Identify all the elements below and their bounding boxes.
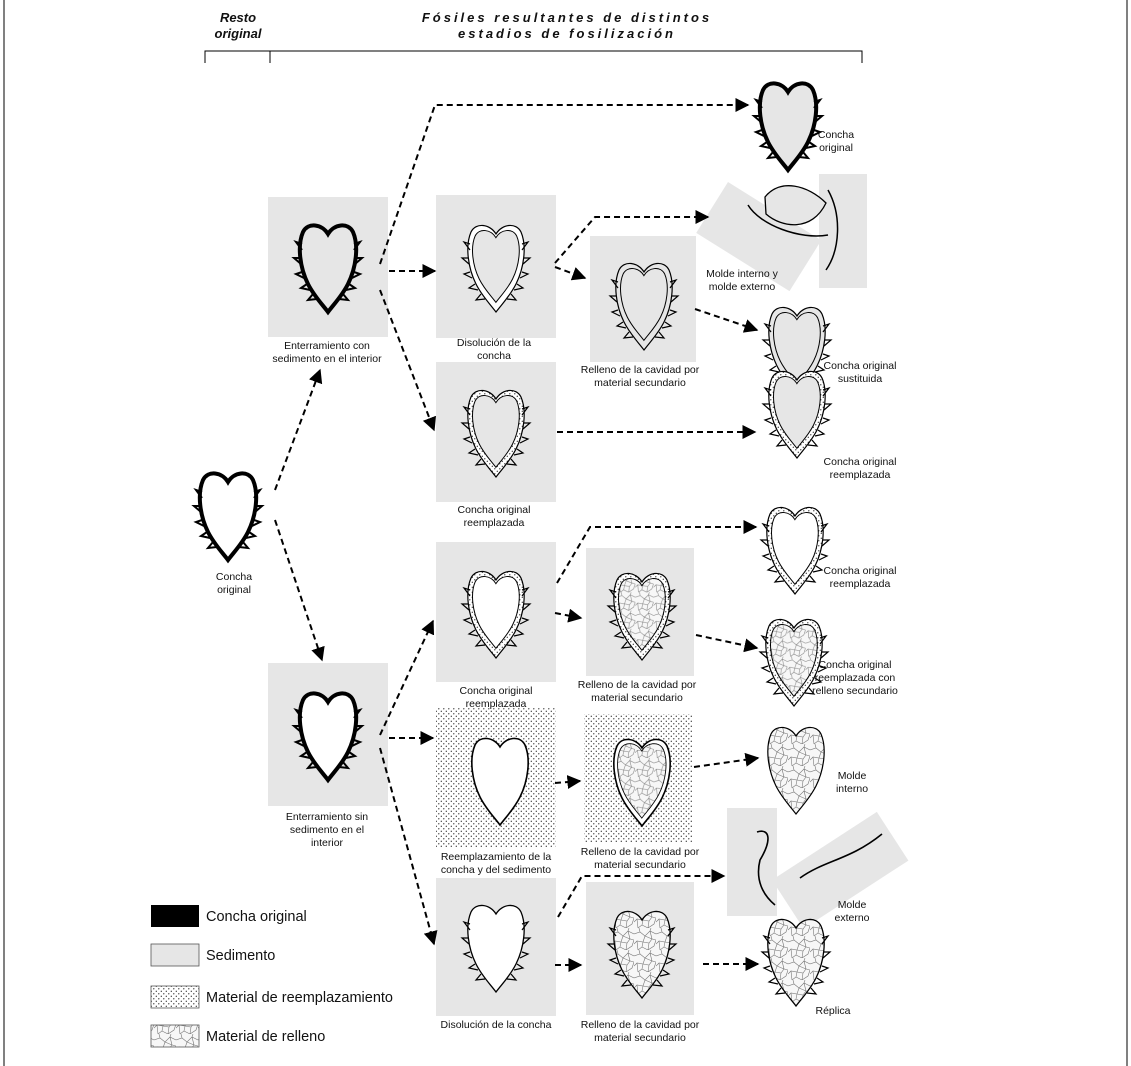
sediment-block-mold-right bbox=[819, 174, 867, 288]
caption-burial-without-2: sedimento en el bbox=[290, 824, 364, 836]
caption-replacement-2: concha y del sedimento bbox=[441, 864, 551, 876]
caption-dissolution-upper-1: Disolución de la bbox=[457, 337, 531, 349]
shell-result-internal-mold bbox=[768, 727, 824, 814]
result-replaced-fill-2: reemplazada con bbox=[815, 672, 896, 684]
caption-fill-lower-3b: material secundario bbox=[594, 1032, 686, 1044]
result-replaced-2a: Concha original bbox=[824, 565, 897, 577]
shell-start bbox=[194, 473, 262, 560]
arrow-to-fill-upper bbox=[555, 267, 585, 278]
caption-burial-with-2: sedimento en el interior bbox=[272, 353, 382, 365]
arrow-to-dissolution-lower bbox=[380, 748, 434, 944]
header-stages-line1: Fósiles resultantes de distintos bbox=[422, 10, 712, 25]
legend-swatch-shell bbox=[151, 905, 199, 927]
caption-burial-with-1: Enterramiento con bbox=[284, 340, 370, 352]
caption-replaced-upper-2: reemplazada bbox=[464, 517, 525, 529]
caption-replaced-lower-2: reemplazada bbox=[466, 698, 527, 710]
caption-fill-lower-1b: material secundario bbox=[591, 692, 683, 704]
header-original-line1: Resto bbox=[220, 10, 256, 25]
arrow-to-fill-lower-1 bbox=[555, 613, 581, 618]
arrow-to-substituted bbox=[695, 309, 757, 330]
legend: Concha original Sedimento Material de re… bbox=[151, 905, 393, 1047]
caption-burial-without-1: Enterramiento sin bbox=[286, 811, 368, 823]
result-internal-mold-1: Molde bbox=[838, 770, 867, 782]
header-bracket bbox=[205, 51, 862, 63]
result-mold-2: molde externo bbox=[709, 281, 776, 293]
arrow-start-to-burial-without bbox=[275, 520, 322, 660]
shell-result-replaced-2 bbox=[761, 507, 829, 594]
arrow-start-to-burial-with bbox=[275, 370, 320, 490]
result-replaced-fill-1: Concha original bbox=[819, 659, 892, 671]
legend-label-replacement: Material de reemplazamiento bbox=[206, 990, 393, 1006]
caption-start-shell-1: Concha bbox=[216, 571, 252, 583]
caption-replaced-lower-1: Concha original bbox=[460, 685, 533, 697]
caption-dissolution-lower: Disolución de la concha bbox=[441, 1019, 552, 1031]
caption-fill-lower-2a: Relleno de la cavidad por bbox=[581, 846, 700, 858]
caption-replaced-upper-1: Concha original bbox=[458, 504, 531, 516]
legend-label-shell: Concha original bbox=[206, 909, 307, 925]
arrow-to-fill-lower-2 bbox=[555, 781, 580, 783]
result-replaced-2b: reemplazada bbox=[830, 578, 891, 590]
caption-fill-lower-2b: material secundario bbox=[594, 859, 686, 871]
arrow-to-replaced-upper bbox=[380, 290, 434, 430]
result-replaced-1b: reemplazada bbox=[830, 469, 891, 481]
header-stages-line2: estadios de fosilización bbox=[458, 26, 676, 41]
arrow-to-replaced-with-fill bbox=[696, 635, 757, 648]
caption-fill-upper-1: Relleno de la cavidad por bbox=[581, 364, 700, 376]
legend-label-fill: Material de relleno bbox=[206, 1029, 325, 1045]
header-original-line2: original bbox=[215, 26, 262, 41]
legend-swatch-fill bbox=[151, 1025, 199, 1047]
result-original-2: original bbox=[819, 142, 853, 154]
result-replica: Réplica bbox=[815, 1005, 850, 1017]
result-internal-mold-2: interno bbox=[836, 783, 868, 795]
shell-result-replaced-1 bbox=[763, 371, 831, 458]
caption-fill-lower-3a: Relleno de la cavidad por bbox=[581, 1019, 700, 1031]
result-substituted-1: Concha original bbox=[824, 360, 897, 372]
result-mold-1: Molde interno y bbox=[706, 268, 779, 280]
result-replaced-1a: Concha original bbox=[824, 456, 897, 468]
caption-replacement-1: Reemplazamiento de la bbox=[441, 851, 551, 863]
caption-start-shell-2: original bbox=[217, 584, 251, 596]
result-external-mold-2: externo bbox=[834, 912, 869, 924]
result-substituted-2: sustituida bbox=[838, 373, 883, 385]
legend-swatch-sediment bbox=[151, 944, 199, 966]
shell-result-original bbox=[754, 83, 822, 170]
legend-label-sediment: Sedimento bbox=[206, 948, 275, 964]
result-external-mold-1: Molde bbox=[838, 899, 867, 911]
caption-dissolution-upper-2: concha bbox=[477, 350, 511, 362]
caption-fill-lower-1a: Relleno de la cavidad por bbox=[578, 679, 697, 691]
legend-swatch-replacement bbox=[151, 986, 199, 1008]
shell-result-replica bbox=[762, 919, 830, 1006]
mold-internal-piece bbox=[765, 186, 826, 225]
header: Resto original Fósiles resultantes de di… bbox=[205, 10, 862, 63]
result-replaced-fill-3: relleno secundario bbox=[812, 685, 898, 697]
result-original-1: Concha bbox=[818, 129, 854, 141]
arrow-to-internal-mold bbox=[694, 758, 758, 767]
caption-burial-without-3: interior bbox=[311, 837, 344, 849]
caption-fill-upper-2: material secundario bbox=[594, 377, 686, 389]
